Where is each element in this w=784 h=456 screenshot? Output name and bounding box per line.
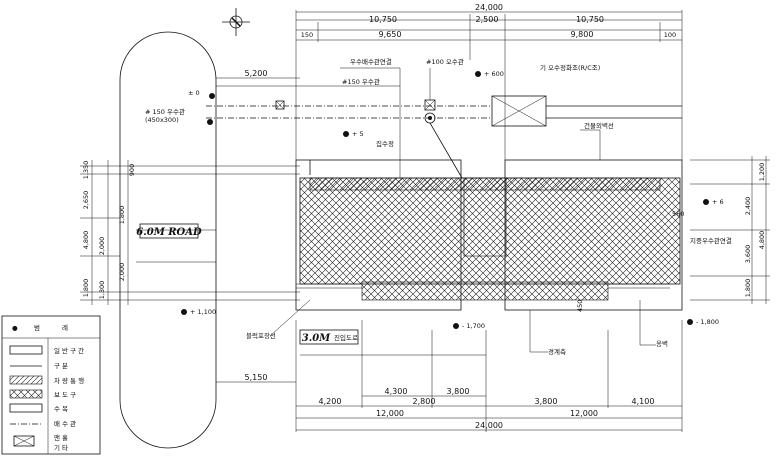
dim-left-3: 2,000	[98, 237, 106, 256]
dim-top-g: 100	[664, 31, 676, 39]
dim-right-0: 1,200	[758, 163, 766, 182]
north-arrow-icon	[222, 8, 250, 36]
label-bottom-left: 블럭포장선	[246, 331, 276, 340]
dim-top-h: 5,200	[245, 69, 268, 78]
dim-bottom-half-r: 12,000	[570, 409, 598, 418]
label-building: 건물외벽선	[584, 121, 614, 130]
legend-header-a: 범	[34, 323, 40, 332]
label-right-note: 지중우수관연결	[690, 236, 732, 245]
dim-left-6: 1,800	[118, 206, 126, 225]
building-footprint	[295, 159, 683, 311]
level-right: + 6	[712, 198, 724, 206]
dim-total-top: 24,000	[475, 3, 503, 12]
label-pipe-top2: #100 오수관	[426, 57, 464, 66]
level-marker	[181, 71, 709, 329]
label-pipe-left-sub: (450x300)	[145, 116, 179, 124]
level-mid: + 5	[352, 130, 364, 138]
level-left-low: + 1,100	[190, 308, 216, 316]
road-side-label: 3.0M	[302, 333, 331, 344]
dim-top-c: 10,750	[576, 15, 604, 24]
dim-bottom-s4: 4,100	[632, 397, 655, 406]
label-pipe-top: #150 우수관	[342, 77, 380, 86]
legend-row-2: 차 량 통 행	[54, 376, 84, 385]
legend-header-sym: ●	[12, 324, 18, 332]
dim-top-b: 2,500	[476, 15, 499, 24]
dim-left-5: 1,300	[98, 281, 106, 300]
dim-left-1: 2,650	[82, 191, 90, 210]
dim-left-0: 1,350	[82, 161, 90, 180]
legend-row-3: 보 도 구	[54, 391, 76, 399]
dim-bottom-total: 24,000	[475, 421, 503, 430]
dim-bottom-s2: 2,800	[413, 397, 436, 406]
level-top: + 600	[484, 70, 504, 78]
dim-left-7: 2,000	[118, 263, 126, 282]
label-pipe-left: # 150 우수관	[145, 107, 185, 116]
dim-top-e: 9,650	[379, 30, 402, 39]
level-bottom-mid: - 1,700	[462, 322, 485, 330]
dim-bottom-s1: 4,200	[319, 397, 342, 406]
inlet-box	[275, 100, 285, 110]
dim-left-8: 900	[128, 164, 136, 176]
dim-top-d: 150	[301, 31, 313, 39]
legend-row-1: 구 분	[54, 362, 68, 370]
dim-right-4: 1,800	[744, 279, 752, 298]
road-main-label: 6.0M ROAD	[136, 227, 202, 238]
dim-right-2: 4,800	[758, 231, 766, 250]
side-road-label-box	[299, 329, 359, 345]
label-tank: 기 오수정화조(R/C조)	[540, 63, 600, 72]
dim-top-f: 9,800	[571, 30, 594, 39]
dim-bottom-half-l: 12,000	[376, 409, 404, 418]
legend-row-7: 기 타	[54, 443, 68, 452]
label-manhole: 집수정	[376, 139, 394, 148]
legend-box	[1, 315, 101, 455]
legend-row-6: 맨 홀	[54, 433, 68, 442]
label-drain-top: 우수배수관연결	[350, 57, 392, 66]
legend-header-b: 례	[62, 323, 68, 332]
legend-row-5: 배 수 관	[54, 419, 76, 428]
dim-bottom-side: 5,150	[245, 373, 268, 382]
dim-right-3: 3,600	[744, 245, 752, 264]
road-side-suffix: 진입도로	[334, 333, 358, 342]
label-right-small2: 450	[576, 300, 584, 312]
legend-row-0: 일 반 구 간	[54, 346, 84, 355]
label-bottom-center: 경계측	[548, 347, 566, 356]
dim-right-1: 2,400	[744, 197, 752, 216]
dim-bottom-s3: 3,800	[535, 397, 558, 406]
dim-left-4: 1,800	[82, 279, 90, 298]
dim-left-2: 4,800	[82, 231, 90, 250]
drain-pipe	[206, 77, 682, 119]
level-tl: ± 0	[188, 89, 200, 97]
septic-tank	[491, 95, 547, 127]
road-label-box	[139, 223, 199, 239]
level-right-low: - 1,800	[696, 318, 719, 326]
legend-row-4: 수 목	[54, 405, 68, 413]
dim-top-a: 10,750	[369, 15, 397, 24]
label-right-small: 560	[672, 210, 684, 218]
road-outline	[119, 31, 217, 449]
label-bottom-right: 옹벽	[656, 339, 668, 348]
dim-bottom-t1: 4,300	[385, 387, 408, 396]
dim-bottom-t2: 3,800	[447, 387, 470, 396]
